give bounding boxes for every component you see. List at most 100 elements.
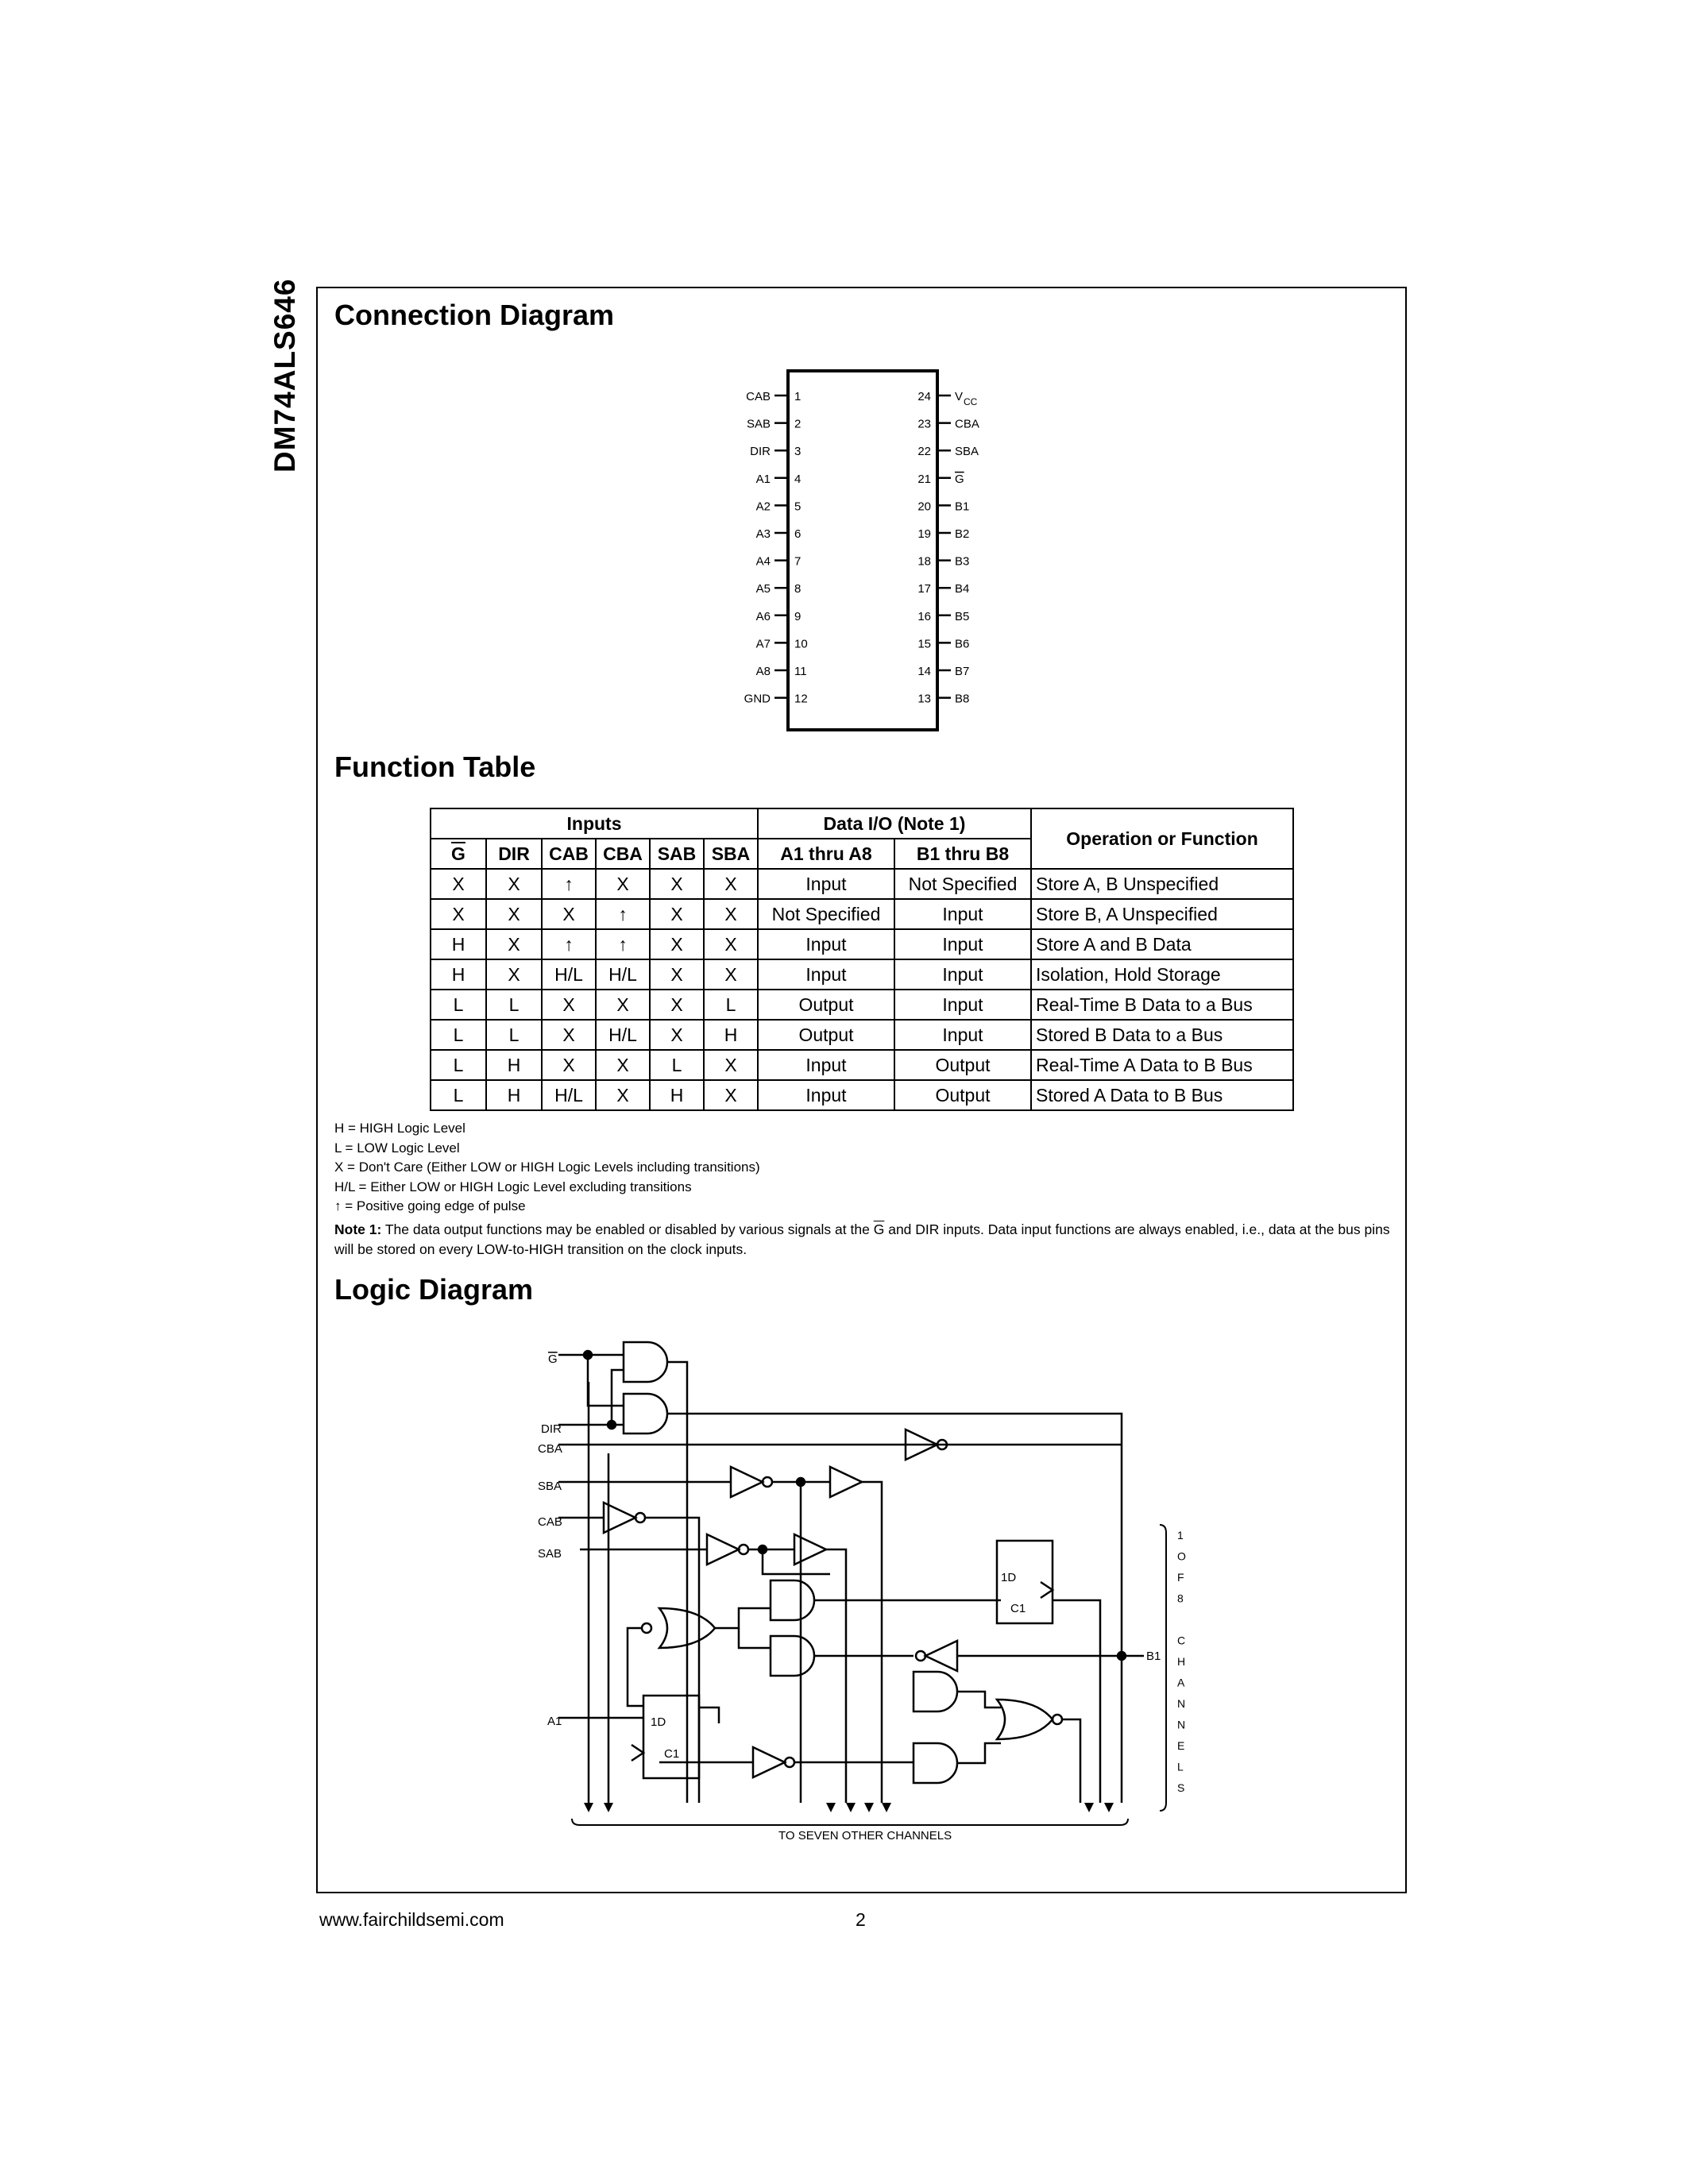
legend-line: H/L = Either LOW or HIGH Logic Level exc… bbox=[334, 1179, 692, 1194]
table-cell: X bbox=[703, 959, 759, 990]
operation-header: Operation or Function bbox=[1030, 808, 1294, 870]
pin-number: 15 bbox=[917, 637, 931, 650]
pin-number: 18 bbox=[917, 555, 931, 569]
side-label-char: O bbox=[1177, 1550, 1186, 1563]
table-cell: H/L bbox=[595, 1019, 651, 1051]
footer-url[interactable]: www.fairchildsemi.com bbox=[319, 1909, 504, 1930]
side-label-char: F bbox=[1177, 1571, 1184, 1584]
pin-number: 9 bbox=[794, 610, 801, 623]
ff-left-d: 1D bbox=[651, 1715, 666, 1729]
col-b: B1 thru B8 bbox=[894, 838, 1032, 870]
or-gate-left bbox=[657, 1607, 717, 1650]
pin-number: 10 bbox=[794, 637, 808, 650]
table-cell: Input bbox=[757, 868, 895, 900]
table-cell: H/L bbox=[541, 1079, 597, 1111]
table-cell: Output bbox=[757, 989, 895, 1021]
pin-number: 7 bbox=[794, 555, 801, 569]
table-cell: Input bbox=[757, 1049, 895, 1081]
table-cell: H/L bbox=[595, 959, 651, 990]
table-cell: X bbox=[649, 868, 705, 900]
and-gate-mid-2 bbox=[769, 1634, 816, 1677]
table-cell: L bbox=[430, 989, 487, 1021]
pin-name: SAB bbox=[747, 418, 771, 431]
pin-name: A8 bbox=[756, 665, 771, 678]
pin-number: 1 bbox=[794, 390, 801, 403]
pin-number: 17 bbox=[917, 582, 931, 596]
pin-number: 20 bbox=[917, 500, 931, 513]
pin-name: B5 bbox=[955, 610, 969, 623]
table-cell: X bbox=[649, 928, 705, 960]
pin-name: G bbox=[955, 473, 964, 486]
inverter-cab bbox=[602, 1501, 638, 1534]
pin-number: 4 bbox=[794, 473, 801, 486]
table-cell: X bbox=[541, 989, 597, 1021]
table-cell: Store A, B Unspecified bbox=[1030, 868, 1294, 900]
table-cell: Output bbox=[894, 1079, 1032, 1111]
note-1: Note 1: The data output functions may be… bbox=[334, 1220, 1391, 1260]
pin-name: B2 bbox=[955, 527, 969, 541]
table-cell: Input bbox=[757, 1079, 895, 1111]
table-cell: Input bbox=[894, 989, 1032, 1021]
pin-name: A7 bbox=[756, 637, 771, 650]
pin-number: 16 bbox=[917, 610, 931, 623]
side-label-char: C bbox=[1177, 1634, 1185, 1647]
table-cell: Real-Time A Data to B Bus bbox=[1030, 1049, 1294, 1081]
buffer-sba bbox=[829, 1465, 864, 1499]
table-cell: L bbox=[485, 1019, 543, 1051]
table-cell: Isolation, Hold Storage bbox=[1030, 959, 1294, 990]
table-cell: X bbox=[595, 1049, 651, 1081]
legend-line: X = Don't Care (Either LOW or HIGH Logic… bbox=[334, 1160, 760, 1175]
logic-input-cab: CAB bbox=[538, 1515, 562, 1529]
table-cell: Not Specified bbox=[757, 898, 895, 930]
and-gate-top-1 bbox=[622, 1341, 669, 1383]
table-cell: Output bbox=[757, 1019, 895, 1051]
col-sba: SBA bbox=[703, 838, 759, 870]
pin-name: GND bbox=[744, 693, 771, 706]
pin-name: SBA bbox=[955, 445, 979, 458]
table-cell: H bbox=[430, 959, 487, 990]
logic-input-dir: DIR bbox=[541, 1422, 562, 1436]
pin-name: B8 bbox=[955, 693, 969, 706]
table-cell: L bbox=[430, 1019, 487, 1051]
logic-bottom-label: TO SEVEN OTHER CHANNELS bbox=[778, 1829, 952, 1843]
table-cell: X bbox=[430, 898, 487, 930]
table-cell: ↑ bbox=[541, 928, 597, 960]
table-cell: H bbox=[485, 1049, 543, 1081]
col-cab: CAB bbox=[541, 838, 597, 870]
table-cell: Store A and B Data bbox=[1030, 928, 1294, 960]
legend: H = HIGH Logic Level L = LOW Logic Level… bbox=[334, 1119, 760, 1217]
table-cell: X bbox=[703, 1049, 759, 1081]
table-cell: Stored B Data to a Bus bbox=[1030, 1019, 1294, 1051]
inputs-header: Inputs bbox=[430, 808, 759, 839]
table-cell: X bbox=[649, 898, 705, 930]
note-text-before: The data output functions may be enabled… bbox=[384, 1221, 870, 1237]
pin-name: B7 bbox=[955, 665, 969, 678]
buffer-sab bbox=[793, 1533, 829, 1566]
table-cell: H bbox=[485, 1079, 543, 1111]
pin-number: 23 bbox=[917, 418, 931, 431]
and-gate-mid-1 bbox=[769, 1579, 816, 1622]
table-cell: X bbox=[485, 868, 543, 900]
table-cell: Input bbox=[894, 959, 1032, 990]
logic-input-cba: CBA bbox=[538, 1442, 562, 1456]
side-label-char: N bbox=[1177, 1719, 1185, 1731]
table-cell: X bbox=[485, 898, 543, 930]
logic-input-a1: A1 bbox=[547, 1715, 562, 1728]
table-cell: Output bbox=[894, 1049, 1032, 1081]
note-label: Note 1: bbox=[334, 1221, 382, 1237]
table-cell: Store B, A Unspecified bbox=[1030, 898, 1294, 930]
pin-name: CAB bbox=[746, 390, 771, 403]
legend-line: L = LOW Logic Level bbox=[334, 1140, 460, 1156]
pin-number: 19 bbox=[917, 527, 931, 541]
ff-right-clk: C1 bbox=[1010, 1602, 1026, 1615]
flip-flop-right bbox=[995, 1539, 1054, 1625]
side-label-char: L bbox=[1177, 1761, 1184, 1773]
table-cell: Input bbox=[757, 959, 895, 990]
